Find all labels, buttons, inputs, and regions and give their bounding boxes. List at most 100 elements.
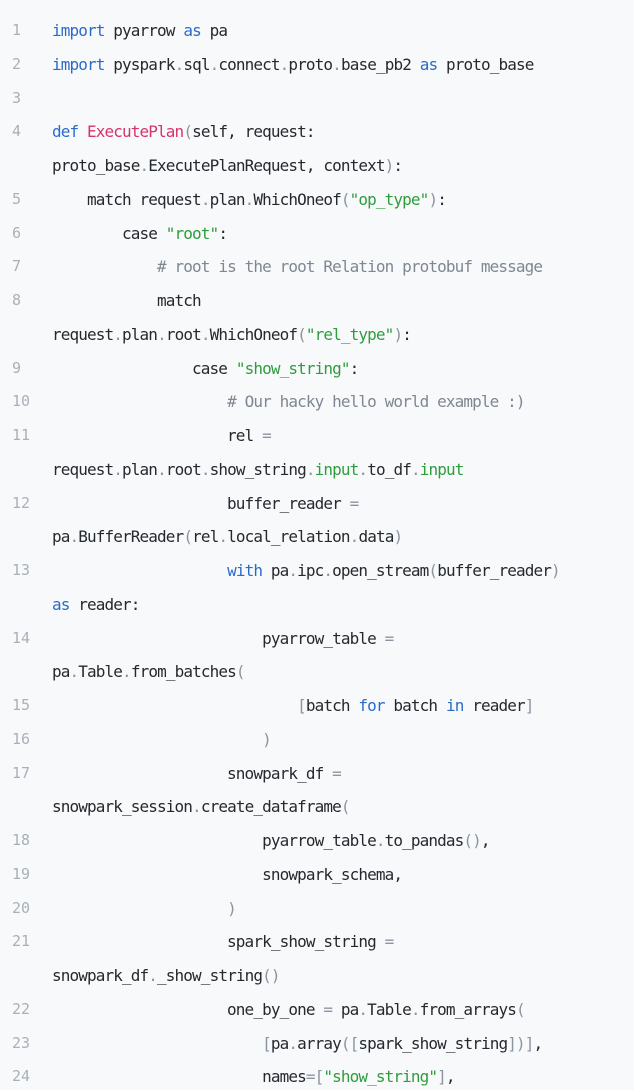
code-token: open_stream [332,561,429,580]
line-number: 9 [12,358,22,377]
code-text: request.plan.root.WhichOneof("rel_type")… [52,318,412,352]
keyword-token: as [52,594,70,614]
code-token: pa [262,561,289,580]
code-line: 9 case "show_string": [0,352,634,386]
code-token [52,899,227,918]
punctuation-token: . [157,459,167,479]
line-number: 17 [12,763,31,782]
code-token: WhichOneof [253,189,341,209]
code-line: 17 snowpark_df = [0,757,634,791]
punctuation-token: ) [428,189,438,209]
code-token: proto_base [52,156,140,175]
line-number: 4 [12,122,22,141]
code-text: case "root": [52,217,228,251]
punctuation-token: ( [515,999,526,1019]
code-token: : [393,156,403,175]
code-token: rel [192,527,219,547]
code-line: 10 # Our hacky hello world example :) [0,385,634,419]
line-number: 3 [12,88,22,107]
punctuation-token: . [288,561,298,580]
punctuation-token: [ [262,1033,272,1053]
line-number: 18 [12,831,31,849]
code-token: buffer_reader [52,493,350,513]
line-number: 6 [12,223,22,242]
line-number: 20 [12,898,31,917]
punctuation-token: = [384,932,395,952]
code-token: rel [52,426,263,445]
punctuation-token: ] [524,696,535,715]
punctuation-token: . [410,459,421,479]
code-line: 23 [pa.array([spark_show_string])], [0,1027,634,1061]
code-token: case [52,358,236,378]
code-token: Table [78,662,123,682]
line-number: 8 [12,291,22,309]
code-text: import pyspark.sql.connect.proto.base_pb… [52,48,534,82]
punctuation-token: ) [550,561,561,580]
punctuation-token: ) [393,324,403,344]
punctuation-token: . [332,54,342,74]
keyword-token: def [52,122,79,142]
code-token: : [349,358,360,378]
keyword-token: in [445,696,464,715]
line-number: 16 [12,729,31,748]
code-token: to_df [367,459,412,479]
line-number: 14 [12,628,31,647]
code-line: 24 names=["show_string"], [0,1060,634,1090]
line-number: 24 [12,1067,31,1086]
code-text: match [52,284,202,318]
keyword-token: as [183,21,201,40]
punctuation-token: . [323,561,333,580]
code-token: request [52,324,114,344]
code-token: create_dataframe [200,797,342,817]
punctuation-token: () [463,831,481,850]
code-token: Table [367,999,412,1019]
punctuation-token: . [200,459,211,479]
punctuation-token: = [384,628,395,648]
code-line: 5 match request.plan.WhichOneof("op_type… [0,183,634,217]
code-token: match request [52,189,202,209]
code-text: one_by_one = pa.Table.from_arrays( [52,993,526,1027]
code-text: match request.plan.WhichOneof("op_type")… [52,183,447,217]
code-token: request [52,459,114,479]
punctuation-token: . [200,324,211,344]
code-text: snowpark_session.create_dataframe( [52,790,350,824]
punctuation-token: . [410,999,421,1019]
line-number: 7 [12,257,22,276]
code-token: one_by_one [52,999,324,1019]
code-line: 3 [0,82,634,116]
keyword-token: import [52,21,105,40]
code-text: # Our hacky hello world example :) [52,385,525,419]
code-token: root [165,324,202,344]
line-number: 23 [12,1033,31,1052]
keyword-token: with [227,561,263,580]
code-token: local_relation [227,527,350,547]
code-line: pa.Table.from_batches( [0,655,634,689]
line-number: 19 [12,864,31,883]
code-text: snowpark_df._show_string() [52,959,280,993]
punctuation-token: . [288,1033,298,1053]
punctuation-token: =[ [305,1067,324,1087]
code-text: names=["show_string"], [52,1060,455,1090]
code-token: base_pb2 [340,54,420,74]
line-number: 15 [12,696,31,714]
code-token: pyarrow_table [52,628,385,648]
code-line: 14 pyarrow_table = [0,622,634,656]
punctuation-token: ) [384,156,395,175]
punctuation-token: . [375,831,386,850]
punctuation-token: ( [297,324,307,344]
comment-token: # Our hacky hello world example :) [227,392,525,412]
punctuation-token: . [122,662,132,682]
punctuation-token: . [148,966,158,985]
punctuation-token: . [305,459,316,479]
punctuation-token: . [244,189,255,209]
code-token: data [358,527,394,547]
code-token: from_batches [130,662,237,682]
code-token: self, request: [192,122,315,142]
code-text: import pyarrow as pa [52,14,228,48]
code-token: case [52,223,166,243]
code-token: , [445,1067,456,1087]
code-token: names [52,1067,307,1087]
line-number: 11 [12,426,31,444]
line-number: 12 [12,493,31,512]
